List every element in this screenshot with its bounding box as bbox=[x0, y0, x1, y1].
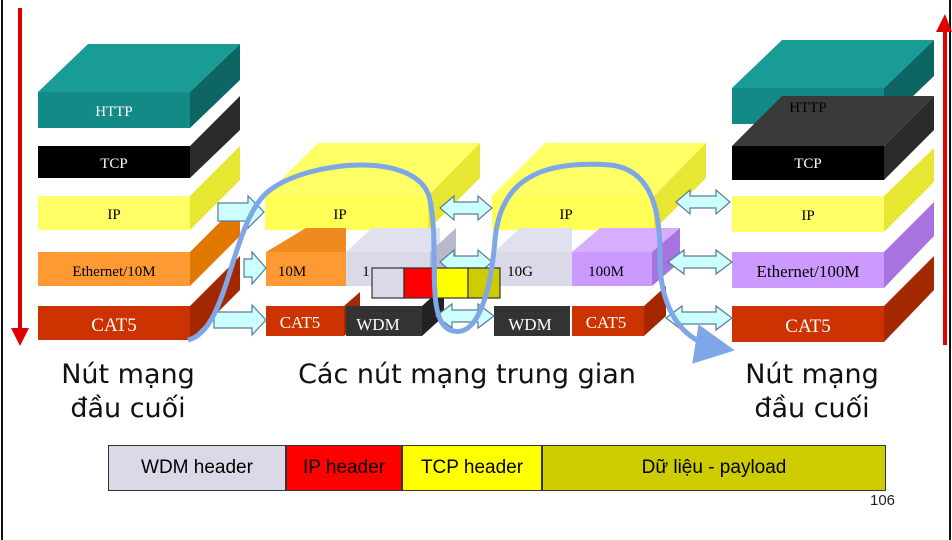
left-layer-ethernet bbox=[38, 202, 240, 286]
packet-tcp-segment bbox=[435, 267, 469, 299]
router1-phys-left-label: CAT5 bbox=[280, 313, 321, 332]
left-cat5-label: CAT5 bbox=[91, 315, 136, 336]
payload-box: Dữ liệu - payload bbox=[542, 445, 886, 491]
right-caption-line2: đầu cuối bbox=[754, 393, 870, 424]
middle-caption-text: Các nút mạng trung gian bbox=[298, 359, 636, 390]
packet-path-curve bbox=[187, 161, 735, 364]
arrow-left-link bbox=[243, 250, 267, 286]
right-layer-tcp bbox=[732, 96, 934, 180]
right-tcp-label: TCP bbox=[794, 156, 822, 172]
right-end-node-stack bbox=[732, 40, 934, 342]
router2-ip-label: IP bbox=[559, 207, 572, 223]
left-http-label: HTTP bbox=[95, 104, 133, 120]
packet-wdm-segment bbox=[371, 267, 405, 299]
right-layer-ethernet bbox=[732, 202, 934, 288]
router-2 bbox=[492, 143, 706, 336]
router1-link-right-label: 1 bbox=[362, 264, 370, 280]
arrow-right-ip bbox=[675, 188, 731, 216]
left-layer-http bbox=[38, 44, 240, 128]
right-layer-ip bbox=[732, 148, 934, 232]
page-number: 106 bbox=[870, 492, 896, 509]
left-layer-tcp bbox=[38, 96, 240, 178]
right-node-caption: Nút mạng đầu cuối bbox=[712, 358, 912, 426]
left-caption-line1: Nút mạng bbox=[61, 359, 195, 390]
packet-icon bbox=[371, 267, 501, 299]
right-ip-label: IP bbox=[801, 208, 814, 224]
up-direction-arrow bbox=[936, 14, 952, 345]
left-layer-ip bbox=[38, 146, 240, 230]
right-http-label: HTTP bbox=[789, 100, 827, 116]
router1-link-left-label: 10M bbox=[278, 264, 306, 280]
wdm-header-box: WDM header bbox=[108, 445, 286, 491]
left-tcp-label: TCP bbox=[100, 156, 128, 172]
router1-ip-front bbox=[265, 196, 428, 230]
arrow-left-phys bbox=[213, 303, 267, 337]
router1-phys-right-label: WDM bbox=[356, 315, 399, 334]
router1-ip-top bbox=[265, 143, 480, 196]
right-layer-cat5 bbox=[732, 256, 934, 342]
left-ethernet-label: Ethernet/10M bbox=[72, 264, 155, 280]
left-ip-label: IP bbox=[107, 207, 120, 223]
left-caption-line2: đầu cuối bbox=[70, 393, 186, 424]
right-caption-line1: Nút mạng bbox=[745, 359, 879, 390]
router2-phys-left-label: WDM bbox=[508, 315, 551, 334]
packet-ip-segment bbox=[403, 267, 437, 299]
arrow-right-link bbox=[667, 248, 733, 276]
left-end-node-stack bbox=[38, 44, 240, 340]
arrow-left-ip bbox=[217, 194, 265, 230]
left-node-caption: Nút mạng đầu cuối bbox=[28, 358, 228, 426]
right-ethernet-label: Ethernet/100M bbox=[757, 262, 860, 281]
down-direction-arrow bbox=[11, 8, 29, 346]
right-cat5-label: CAT5 bbox=[785, 316, 830, 337]
tcp-header-box: TCP header bbox=[402, 445, 542, 491]
router1-ip-label: IP bbox=[333, 207, 346, 223]
router2-link-right-label: 100M bbox=[588, 264, 624, 280]
middle-nodes-caption: Các nút mạng trung gian bbox=[262, 358, 672, 392]
arrow-mid-ip bbox=[439, 194, 493, 222]
router2-link-left-label: 10G bbox=[507, 264, 533, 280]
router2-phys-right-label: CAT5 bbox=[586, 313, 627, 332]
ip-header-box: IP header bbox=[286, 445, 402, 491]
